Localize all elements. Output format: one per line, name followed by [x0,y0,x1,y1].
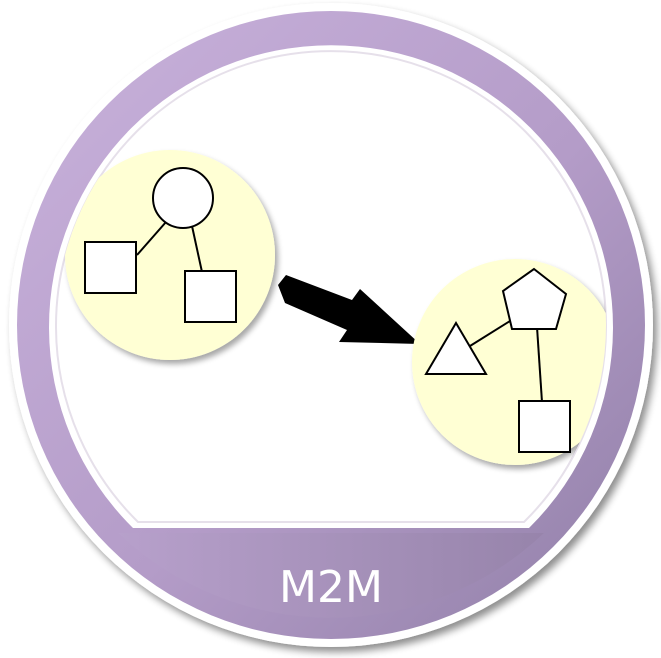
label-band [118,533,544,618]
square-icon [184,270,237,323]
circle-icon [152,167,214,229]
target-model [412,259,606,465]
square-icon [518,400,571,453]
square-icon [84,241,137,294]
triangle-icon [424,321,488,375]
source-model [65,150,275,360]
badge-label: M2M [279,562,383,613]
arrow-icon [278,275,420,344]
pentagon-icon [501,267,568,330]
